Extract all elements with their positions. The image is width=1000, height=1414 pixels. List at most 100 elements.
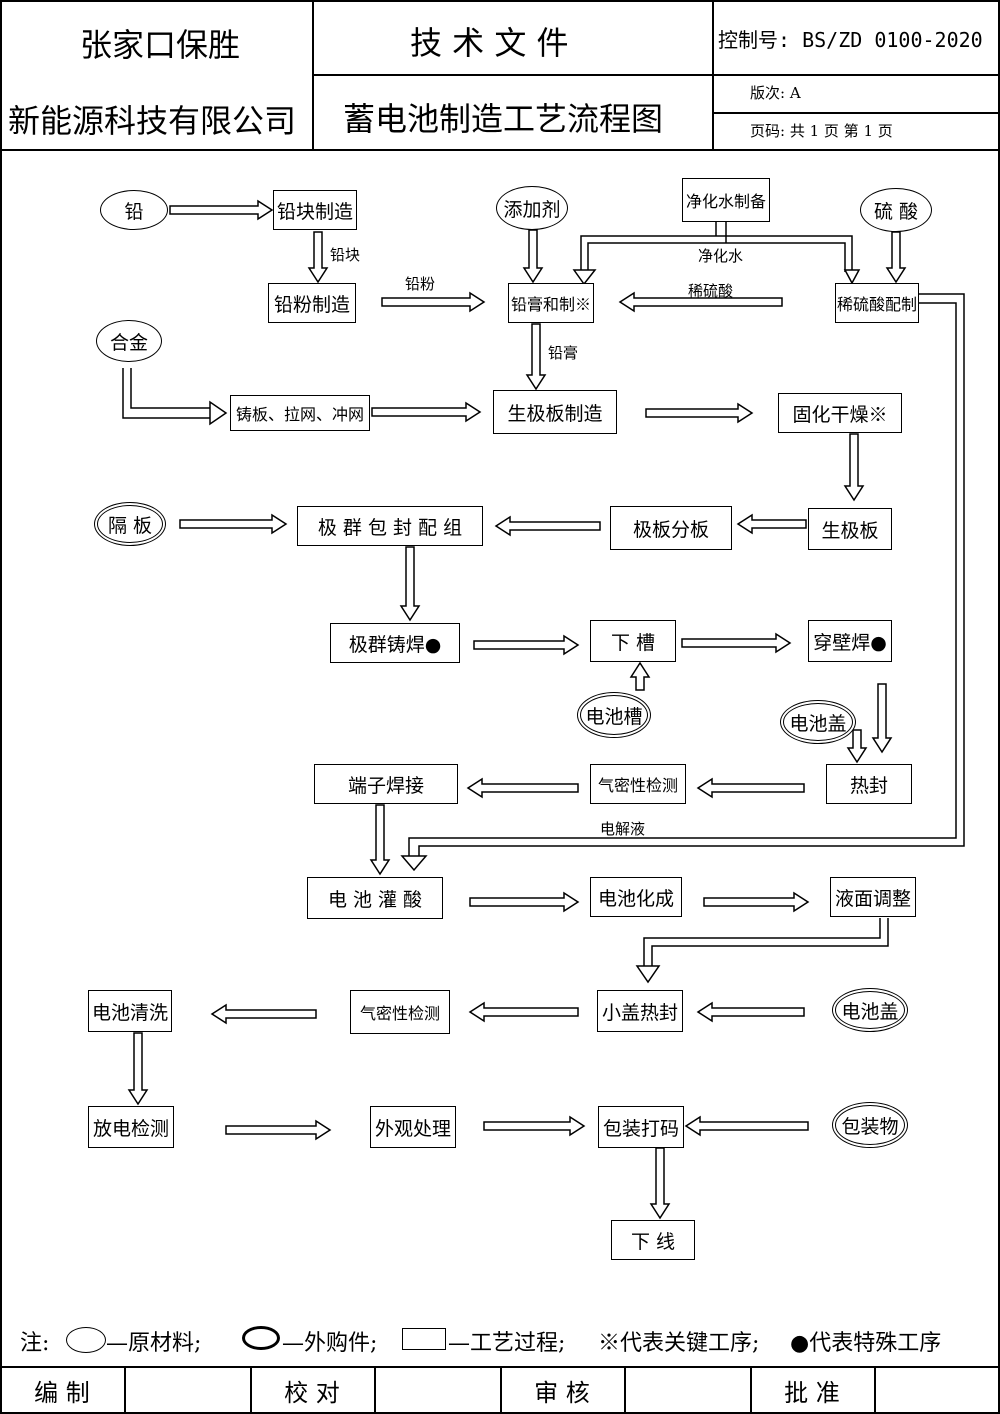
process-offline: 下 线: [611, 1220, 695, 1260]
arrowhead-electrolyte: [400, 855, 428, 872]
footer-div-1: [124, 1366, 126, 1414]
header-divider-h2: [712, 112, 1000, 114]
process-through-wall: 穿壁焊●: [808, 620, 892, 662]
label-paste: 铅膏: [548, 344, 579, 362]
legend-special: ●代表特殊工序: [790, 1331, 942, 1356]
process-air-test-1: 气密性检测: [590, 764, 686, 804]
footer-div-4: [500, 1366, 502, 1414]
legend-raw: —原材料;: [106, 1331, 202, 1356]
arrow-block-to-powder: [307, 231, 329, 284]
process-formation: 电池化成: [590, 877, 682, 917]
arrowhead-alloy: [209, 400, 228, 426]
process-curing: 固化干燥※: [778, 393, 902, 433]
control-number: 控制号: BS/ZD 0100-2020: [718, 28, 983, 52]
arrow-tank-to-wall: [681, 632, 792, 654]
alloy-pipe-inner: [130, 368, 212, 409]
arrow-packaging-to-pack: [684, 1115, 809, 1137]
arrow-split-to-group: [494, 515, 601, 537]
process-heat-seal: 热封: [826, 764, 912, 804]
arrow-curing-to-raw: [843, 433, 865, 502]
footer-compile: 编 制: [34, 1378, 90, 1407]
arrow-discharge-to-appearance: [225, 1119, 332, 1141]
label-electrolyte: 电解液: [600, 820, 646, 838]
doc-title: 蓄电池制造工艺流程图: [343, 100, 664, 138]
process-appearance: 外观处理: [370, 1106, 456, 1148]
electrolyte-pipe-inner: [408, 302, 957, 858]
process-green-plate: 生极板制造: [493, 390, 617, 434]
legend-key: ※代表关键工序;: [598, 1331, 760, 1356]
arrow-tank-in: [629, 661, 651, 691]
arrowhead-water-acid: [843, 269, 861, 285]
electrolyte-pipe-outer: [418, 293, 965, 858]
process-dilute-acid: 稀硫酸配制: [835, 283, 919, 323]
process-small-cover: 小盖热封: [597, 990, 683, 1032]
arrow-additive-to-paste: [522, 229, 544, 284]
material-sulfuric-acid: 硫 酸: [860, 188, 932, 232]
process-lead-block: 铅块制造: [273, 190, 357, 230]
footer-review: 审 核: [534, 1378, 590, 1407]
legend-process: —工艺过程;: [448, 1331, 566, 1356]
footer-approve: 批 准: [784, 1378, 840, 1407]
arrow-casting-to-plate: [371, 401, 482, 423]
arrow-small-to-air2: [468, 1001, 579, 1023]
header-divider-h1: [312, 74, 1000, 76]
arrow-separator-to-group: [179, 513, 288, 535]
arrowhead-level: [635, 965, 661, 984]
company-name-line1: 张家口保胜: [80, 26, 241, 64]
process-cleaning: 电池清洗: [88, 990, 172, 1032]
alloy-pipe-outer: [122, 368, 212, 419]
footer-div-2: [250, 1366, 252, 1414]
legend-prefix: 注:: [20, 1331, 50, 1356]
arrow-weld-to-tank: [473, 634, 580, 656]
label-lead-block: 铅块: [330, 246, 361, 264]
label-pure-water: 净化水: [698, 247, 744, 265]
process-pure-water: 净化水制备: [682, 178, 770, 222]
footer-div-6: [750, 1366, 752, 1414]
arrow-terminal-to-fill: [369, 804, 391, 876]
legend-purchased: —外购件;: [282, 1331, 378, 1356]
arrow-seal-to-air1: [696, 777, 805, 799]
arrow-group-to-weld: [399, 546, 421, 622]
material-lead: 铅: [100, 190, 168, 230]
purchased-packaging: 包装物: [832, 1102, 908, 1148]
doc-type: 技 术 文 件: [410, 24, 569, 62]
arrow-fill-to-formation: [469, 891, 580, 913]
arrow-paste-to-plate: [525, 323, 547, 391]
arrow-plate-to-curing: [645, 402, 754, 424]
arrow-acid-to-dilute: [885, 231, 907, 284]
arrow-raw-to-split: [736, 513, 807, 535]
arrow-wall-to-seal: [871, 683, 893, 754]
process-casting: 铸板、拉网、冲网: [230, 395, 370, 431]
process-group-assembly: 极 群 包 封 配 组: [297, 506, 483, 546]
process-pack-code: 包装打码: [598, 1106, 684, 1148]
material-additive: 添加剂: [496, 186, 568, 230]
arrowhead-water-paste: [572, 269, 597, 286]
arrow-lead-to-block: [169, 199, 274, 221]
pure-water-pipe-outer: [580, 222, 853, 272]
arrow-dilute-to-paste: [618, 291, 783, 313]
footer-div-7: [874, 1366, 876, 1414]
footer-div-3: [374, 1366, 376, 1414]
process-into-tank: 下 槽: [590, 620, 676, 662]
arrow-cleaning-to-discharge: [127, 1032, 149, 1106]
arrow-powder-to-paste: [381, 291, 486, 313]
process-lead-powder: 铅粉制造: [268, 283, 356, 323]
arrow-cover2-to-small: [696, 1001, 805, 1023]
process-plate-split: 极板分板: [610, 506, 732, 550]
process-raw-plate: 生极板: [808, 508, 892, 550]
process-terminal-weld: 端子焊接: [314, 764, 458, 804]
arrow-pack-to-offline: [649, 1147, 671, 1220]
label-dilute-acid: 稀硫酸: [688, 282, 734, 300]
purchased-separator: 隔 板: [94, 502, 166, 546]
arrow-air2-to-cleaning: [210, 1003, 317, 1025]
legend-purchased-oval: [242, 1326, 280, 1350]
pure-water-pipe-inner: [587, 222, 846, 272]
level-pipe-inner: [643, 918, 881, 968]
process-level-adjust: 液面调整: [830, 877, 916, 917]
process-cast-weld: 极群铸焊●: [330, 623, 460, 663]
process-acid-fill: 电 池 灌 酸: [307, 877, 443, 919]
company-name-line2: 新能源科技有限公司: [8, 102, 297, 140]
footer-proofread: 校 对: [284, 1378, 340, 1407]
legend-process-rect: [402, 1328, 446, 1350]
